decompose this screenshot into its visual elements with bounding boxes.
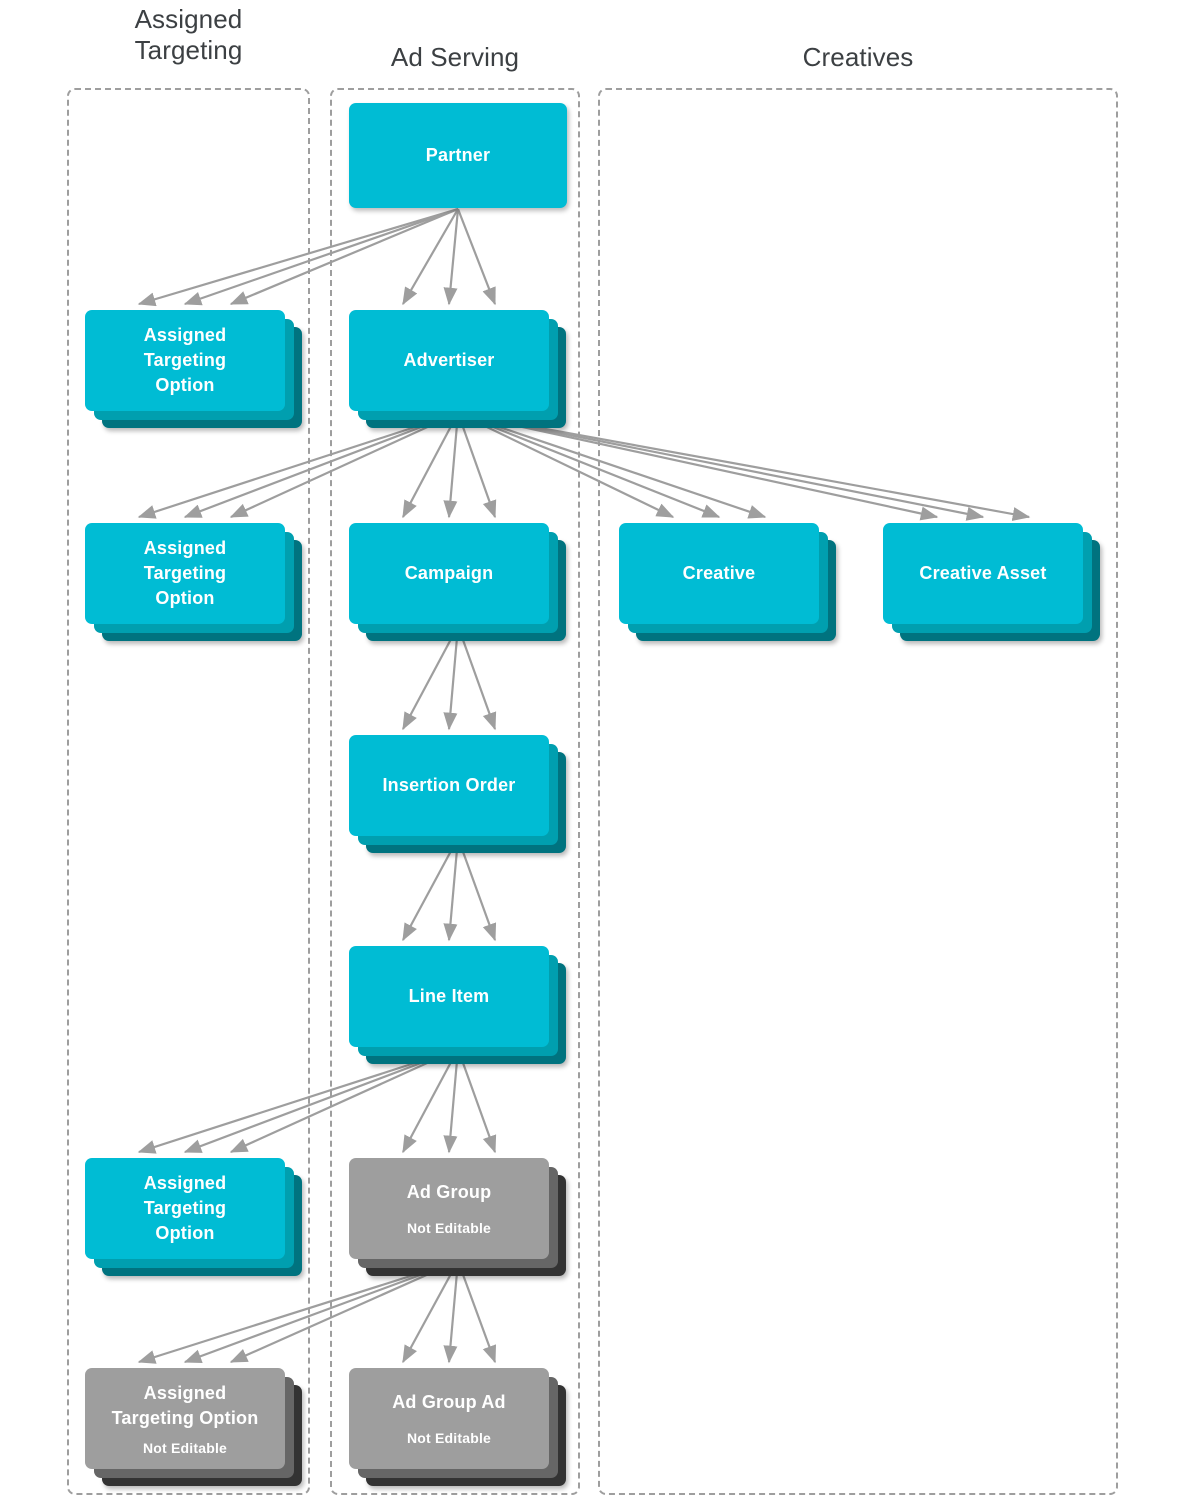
ato-title-line-3: Option	[155, 1223, 215, 1243]
node-ato-ad-group-face: Assigned Targeting Option Not Editable	[85, 1368, 285, 1469]
node-creative-asset-title: Creative Asset	[919, 563, 1047, 583]
node-partner-title: Partner	[425, 145, 491, 165]
column-title-line-2: Targeting	[134, 35, 243, 65]
node-ad-group[interactable]: Ad Group Not Editable	[349, 1158, 567, 1276]
node-partner[interactable]: Partner	[349, 103, 567, 208]
node-advertiser-face: Advertiser	[349, 310, 549, 411]
ato-title-line-2: Targeting	[143, 1198, 227, 1218]
node-ato-line-item-title: Assigned Targeting Option	[144, 1171, 227, 1246]
node-creative-asset-face: Creative Asset	[883, 523, 1083, 624]
ato-title-line-2: Targeting	[143, 563, 227, 583]
node-ato-ad-group-title: Assigned Targeting Option	[112, 1381, 259, 1431]
node-ad-group-ad-face: Ad Group Ad Not Editable	[349, 1368, 549, 1469]
node-insertion-order-face: Insertion Order	[349, 735, 549, 836]
ato-title-line-2: Targeting	[143, 350, 227, 370]
node-insertion-order[interactable]: Insertion Order	[349, 735, 567, 853]
ato-title-line-1: Assigned	[143, 1382, 227, 1403]
node-ato-line-item[interactable]: Assigned Targeting Option	[85, 1158, 303, 1276]
column-title-assigned-targeting: Assigned Targeting	[67, 4, 310, 66]
node-insertion-order-title: Insertion Order	[382, 775, 516, 795]
ato-title-line-1: Assigned	[143, 1173, 227, 1193]
node-ato-line-item-face: Assigned Targeting Option	[85, 1158, 285, 1259]
node-ato-advertiser-face: Assigned Targeting Option	[85, 523, 285, 624]
node-advertiser[interactable]: Advertiser	[349, 310, 567, 428]
node-ad-group-ad[interactable]: Ad Group Ad Not Editable	[349, 1368, 567, 1486]
node-ad-group-subtitle: Not Editable	[406, 1220, 492, 1236]
lane-assigned-targeting	[67, 88, 310, 1495]
lane-creatives	[598, 88, 1118, 1495]
node-ad-group-ad-title: Ad Group Ad	[392, 1392, 506, 1412]
node-line-item-title: Line Item	[408, 986, 490, 1006]
column-title-ad-serving: Ad Serving	[390, 42, 520, 72]
ato-title-line-3: Option	[155, 375, 215, 395]
node-advertiser-title: Advertiser	[403, 350, 495, 370]
ato-title-line-1: Assigned	[143, 538, 227, 558]
ato-title-line-3: Option	[155, 588, 215, 608]
node-creative[interactable]: Creative	[619, 523, 837, 641]
node-ad-group-title: Ad Group	[406, 1182, 492, 1202]
node-creative-title: Creative	[682, 563, 756, 583]
ato-title-line-1: Assigned	[143, 325, 227, 345]
node-ato-partner-title: Assigned Targeting Option	[144, 323, 227, 398]
node-ad-group-face: Ad Group Not Editable	[349, 1158, 549, 1259]
node-creative-asset[interactable]: Creative Asset	[883, 523, 1101, 641]
node-campaign-face: Campaign	[349, 523, 549, 624]
node-partner-face: Partner	[349, 103, 567, 208]
node-ato-partner[interactable]: Assigned Targeting Option	[85, 310, 303, 428]
node-ato-advertiser[interactable]: Assigned Targeting Option	[85, 523, 303, 641]
node-ato-advertiser-title: Assigned Targeting Option	[144, 536, 227, 611]
node-ato-partner-face: Assigned Targeting Option	[85, 310, 285, 411]
column-title-creatives: Creatives	[802, 42, 914, 72]
node-ato-ad-group-subtitle: Not Editable	[142, 1439, 228, 1456]
node-creative-face: Creative	[619, 523, 819, 624]
node-campaign-title: Campaign	[404, 563, 494, 583]
node-ad-group-ad-subtitle: Not Editable	[406, 1430, 492, 1446]
column-title-line-1: Assigned	[134, 4, 243, 34]
node-line-item-face: Line Item	[349, 946, 549, 1047]
node-line-item[interactable]: Line Item	[349, 946, 567, 1064]
node-ato-ad-group[interactable]: Assigned Targeting Option Not Editable	[85, 1368, 303, 1486]
node-campaign[interactable]: Campaign	[349, 523, 567, 641]
ato-title-line-2: Targeting Option	[111, 1407, 259, 1428]
lane-ad-serving	[330, 88, 580, 1495]
